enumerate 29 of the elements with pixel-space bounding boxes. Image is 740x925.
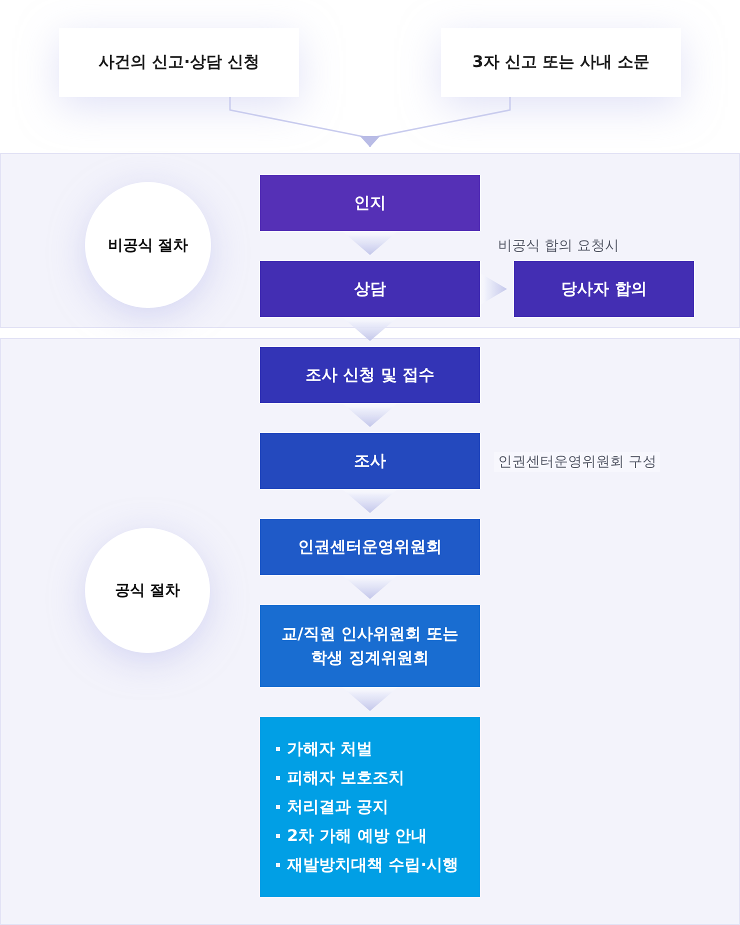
stage-title: 비공식 절차 <box>108 236 188 254</box>
source-label: 3자 신고 또는 사내 소문 <box>472 52 650 73</box>
side-note: 인권센터운영위원회 구성 <box>494 452 660 472</box>
process-box <box>260 433 480 489</box>
source-label: 사건의 신고·상담 신청 <box>98 52 260 73</box>
process-box <box>260 261 480 317</box>
process-label: 인권센터운영위원회 <box>298 536 442 558</box>
outcome-item: 피해자 보호조치 <box>287 768 405 788</box>
process-box <box>260 519 480 575</box>
process-box <box>260 175 480 231</box>
source-card <box>441 28 681 97</box>
process-label: 당사자 합의 <box>561 278 647 300</box>
process-label: 조사 <box>354 450 386 472</box>
process-box <box>514 261 694 317</box>
stage-title: 공식 절차 <box>114 581 180 600</box>
outcome-item: 처리결과 공지 <box>287 796 389 818</box>
source-card <box>59 28 299 97</box>
process-label: 상담 <box>354 278 386 300</box>
process-label: 조사 신청 및 접수 <box>306 364 434 386</box>
outcome-item: 가해자 처벌 <box>287 738 373 760</box>
process-label: 인지 <box>354 192 386 214</box>
outcome-item: 2차 가해 예방 안내 <box>287 826 427 846</box>
process-label: 교/직원 인사위원회 또는 학생 징계위원회 <box>280 623 460 669</box>
process-box <box>260 347 480 403</box>
process-box <box>260 605 480 687</box>
stage-band <box>0 338 740 925</box>
outcome-item: 재발방치대책 수립·시행 <box>287 854 459 876</box>
stage-band <box>0 153 740 328</box>
process-box <box>260 717 480 897</box>
